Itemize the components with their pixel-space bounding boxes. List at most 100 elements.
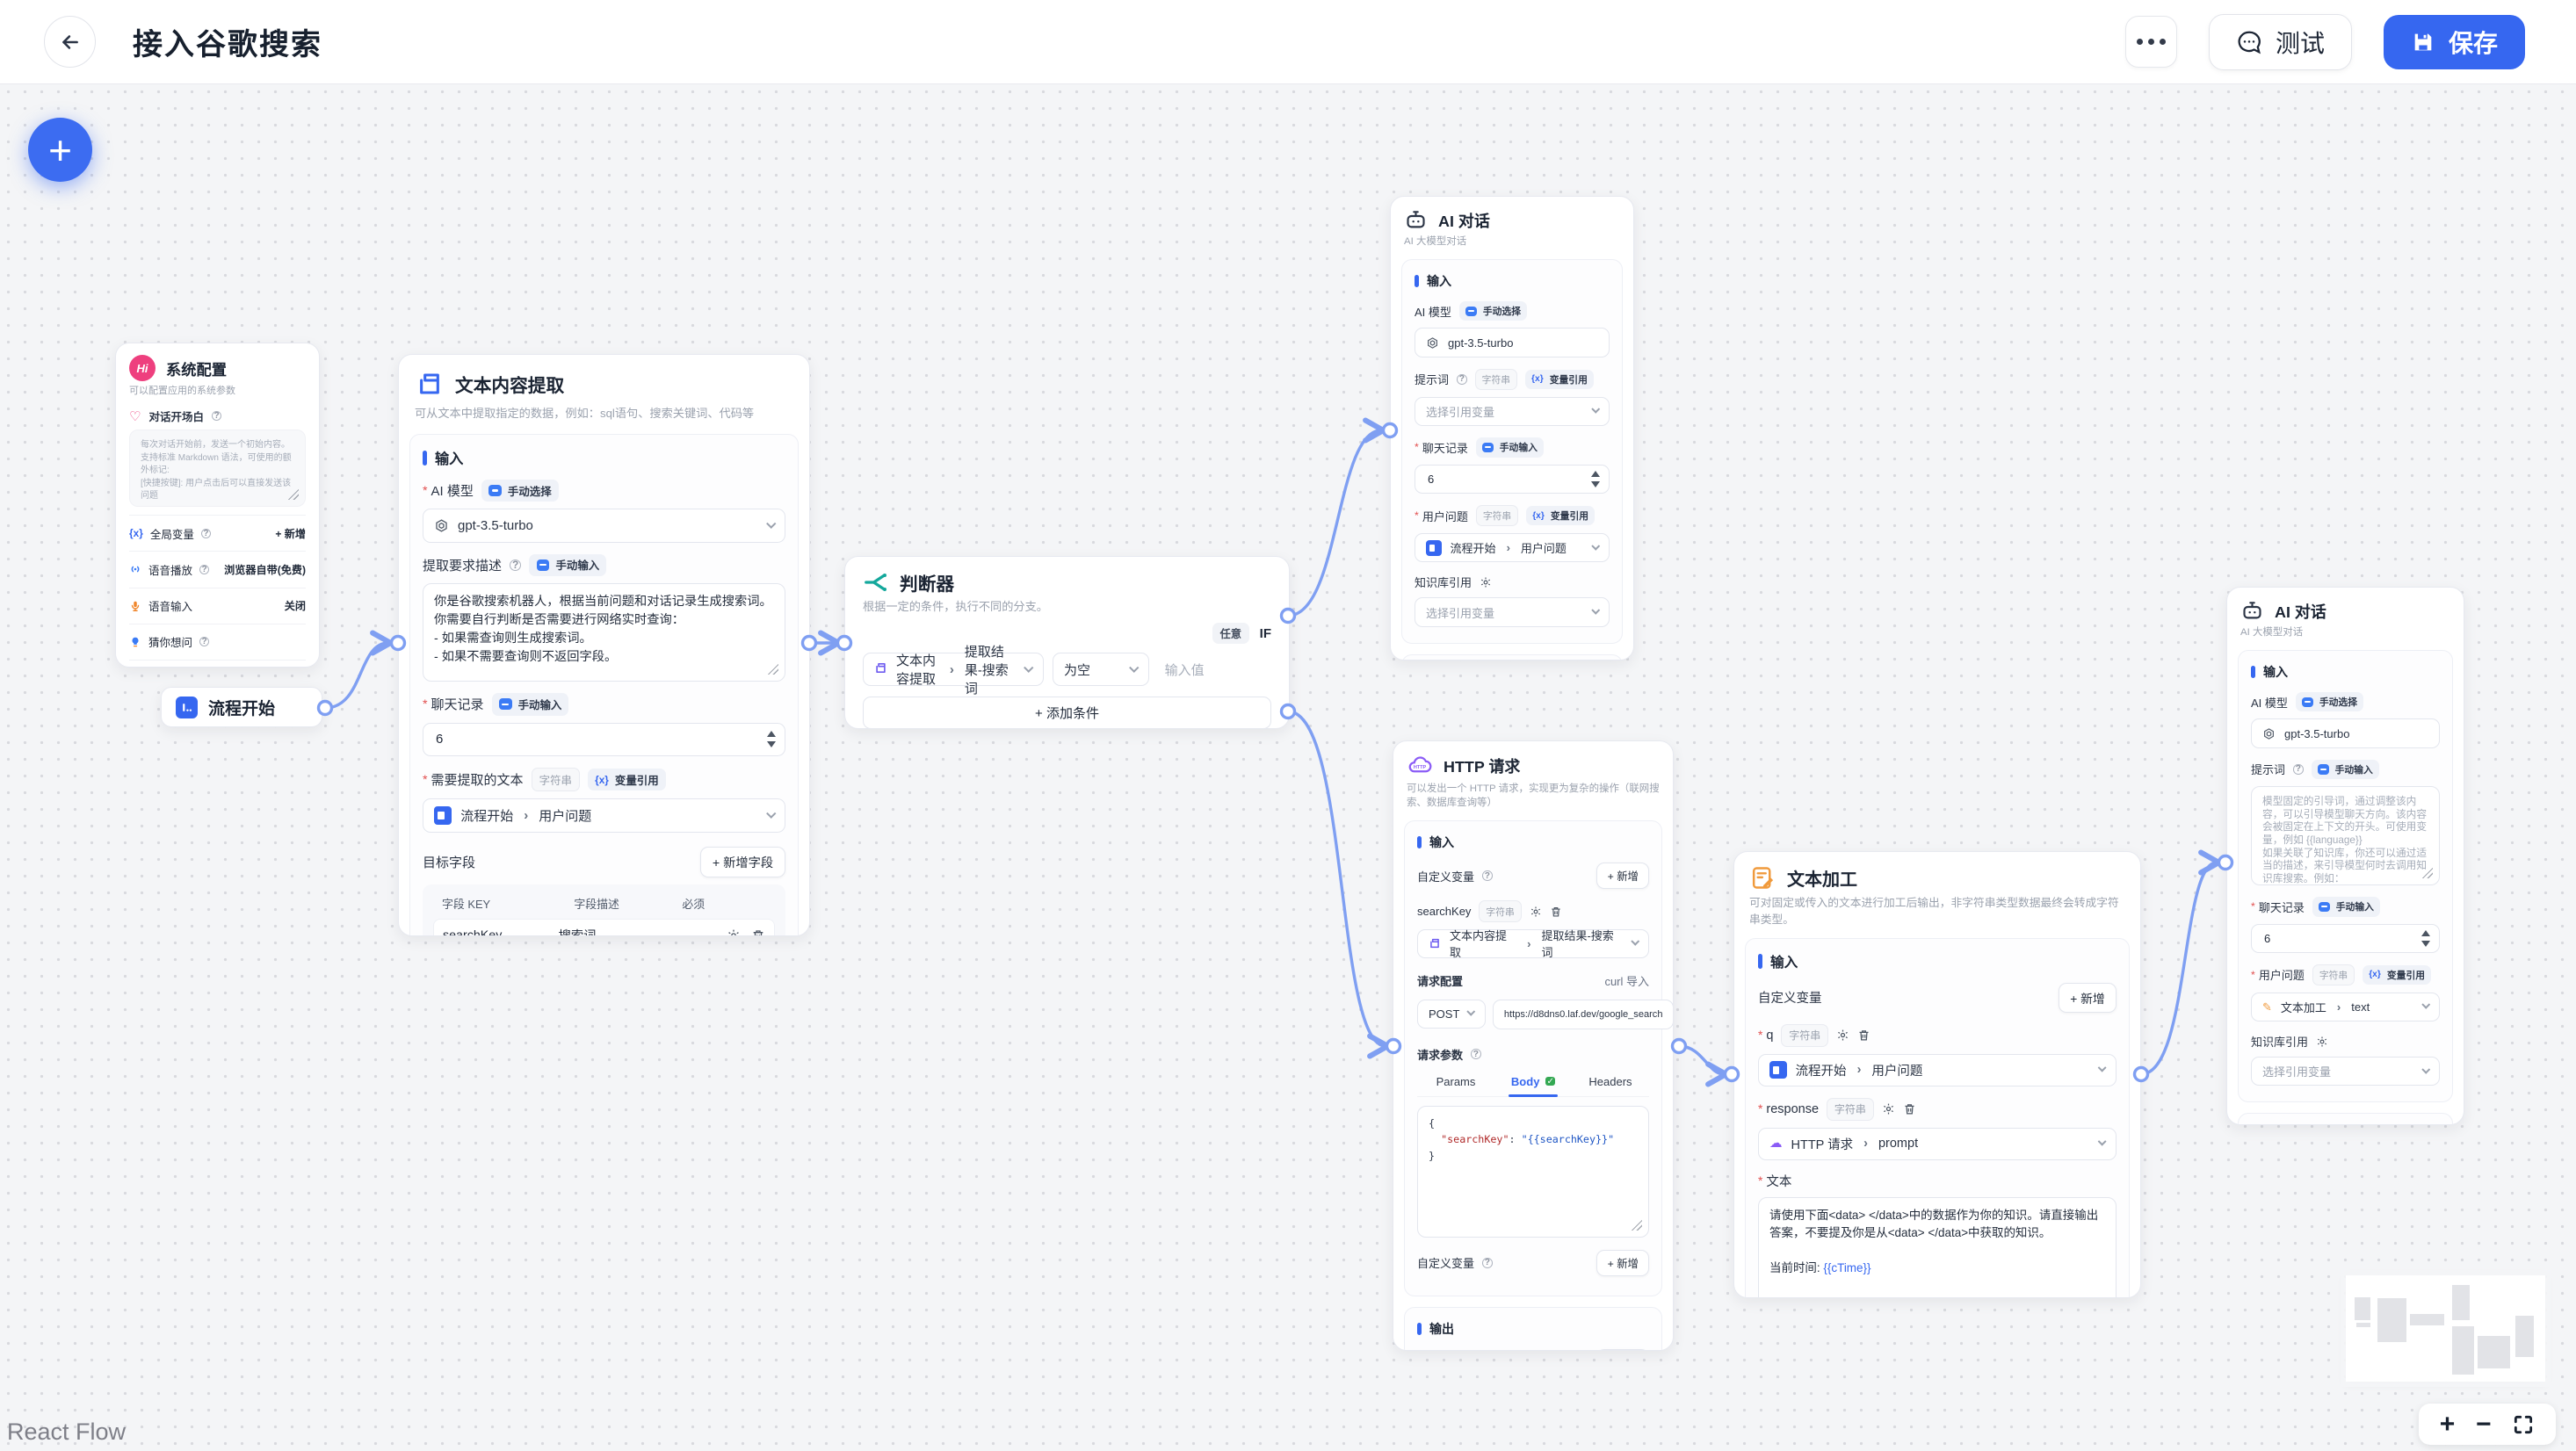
manual-input-badge[interactable]: 手动输入 bbox=[1475, 437, 1544, 458]
help-icon[interactable]: ? bbox=[2293, 764, 2304, 775]
node-text-extract[interactable]: 文本内容提取 可从文本中提取指定的数据，例如：sql语句、搜索关键词、代码等 输… bbox=[398, 354, 810, 936]
q-source-select[interactable]: 流程开始›用户问题 bbox=[1758, 1053, 2117, 1086]
var-ref-badge[interactable]: {x}变量引用 bbox=[1525, 369, 1594, 390]
suggest-row[interactable]: 猜你想问 ? bbox=[129, 623, 306, 660]
test-button[interactable]: 测试 bbox=[2208, 13, 2352, 70]
manual-input-badge[interactable]: 手动输入 bbox=[2311, 759, 2379, 780]
resize-handle[interactable] bbox=[1632, 1219, 1642, 1231]
manual-select-badge[interactable]: 手动选择 bbox=[481, 480, 559, 502]
node-ai-chat-right[interactable]: AI 对话 AI 大模型对话 输入 AI 模型 手动选择 gpt-3.5-tur… bbox=[2226, 587, 2464, 1125]
manual-input-badge[interactable]: 手动输入 bbox=[491, 693, 569, 716]
model-select[interactable]: gpt-3.5-turbo bbox=[1415, 328, 1610, 357]
trash-icon[interactable] bbox=[1903, 1102, 1916, 1115]
history-rounds-input[interactable]: 6 bbox=[2251, 923, 2440, 953]
add-condition-button[interactable]: + 添加条件 bbox=[863, 697, 1271, 728]
resize-handle[interactable] bbox=[288, 489, 299, 500]
manual-input-badge[interactable]: 手动输入 bbox=[2312, 897, 2380, 917]
user-question-select[interactable]: ✎ 文本加工›text bbox=[2251, 993, 2440, 1022]
gear-icon[interactable] bbox=[727, 928, 741, 935]
help-icon[interactable]: ? bbox=[200, 528, 212, 538]
fit-view-button[interactable] bbox=[2512, 1413, 2535, 1436]
step-up[interactable] bbox=[2421, 929, 2430, 936]
gear-icon[interactable] bbox=[1530, 906, 1542, 918]
history-rounds-input[interactable]: 6 bbox=[423, 722, 785, 756]
add-node-button[interactable]: + bbox=[28, 118, 92, 182]
var-ref-badge[interactable]: {x}变量引用 bbox=[1526, 505, 1596, 526]
prompt-textarea[interactable]: 模型固定的引导词，通过调整该内容，可以引导模型聊天方向。该内容会被固定在上下文的… bbox=[2251, 786, 2440, 886]
help-icon[interactable]: ? bbox=[1457, 374, 1467, 385]
kb-select[interactable]: 选择引用变量 bbox=[2251, 1057, 2440, 1086]
stt-row[interactable]: 语音输入 关闭 bbox=[129, 587, 306, 624]
extract-source-select[interactable]: 流程开始›用户问题 bbox=[423, 798, 785, 833]
add-output-button[interactable]: + 新增 bbox=[1596, 1348, 1649, 1350]
prompt-var-select[interactable]: 选择引用变量 bbox=[1415, 397, 1610, 427]
node-text-process[interactable]: 文本加工 可对固定或传入的文本进行加工后输出，非字符串类型数据最终会转成字符串类… bbox=[1733, 851, 2141, 1298]
model-select[interactable]: gpt-3.5-turbo bbox=[423, 509, 785, 543]
step-down[interactable] bbox=[2421, 940, 2430, 947]
add-variable-button[interactable]: + 新增 bbox=[1596, 1249, 1649, 1276]
var-ref-badge[interactable]: {x}变量引用 bbox=[2363, 964, 2432, 985]
minimap[interactable] bbox=[2346, 1275, 2545, 1382]
any-badge[interactable]: 任意 bbox=[1212, 623, 1249, 645]
node-system-config[interactable]: Hi 系统配置 可以配置应用的系统参数 ♡ 对话开场白 ? 每次对话开始前，发送… bbox=[115, 343, 320, 668]
more-menu-button[interactable] bbox=[2124, 16, 2177, 68]
tab-headers[interactable]: Headers bbox=[1588, 1074, 1632, 1088]
back-button[interactable] bbox=[44, 16, 96, 68]
help-icon[interactable]: ? bbox=[199, 564, 210, 574]
welcome-textarea[interactable]: 每次对话开始前，发送一个初始内容。支持标准 Markdown 语法，可使用的额外… bbox=[129, 430, 306, 507]
add-variable-button[interactable]: + 新增 bbox=[2058, 983, 2117, 1013]
help-icon[interactable]: ? bbox=[1482, 1257, 1493, 1268]
global-vars-row[interactable]: {x} 全局变量 ? + 新增 bbox=[129, 515, 306, 551]
body-json-editor[interactable]: { "searchKey": "{{searchKey}}" } bbox=[1417, 1105, 1649, 1238]
searchkey-source-select[interactable]: 文本内容提取›提取结果-搜索词 bbox=[1417, 928, 1649, 959]
trash-icon[interactable] bbox=[1857, 1029, 1870, 1042]
curl-import-action[interactable]: curl 导入 bbox=[1604, 974, 1649, 988]
history-rounds-input[interactable]: 6 bbox=[1415, 464, 1610, 494]
help-icon[interactable]: ? bbox=[510, 559, 522, 572]
resize-handle[interactable] bbox=[2422, 868, 2433, 879]
model-select[interactable]: gpt-3.5-turbo bbox=[2251, 718, 2440, 748]
manual-select-badge[interactable]: 手动选择 bbox=[1458, 301, 1527, 321]
tts-row[interactable]: 语音播放 ? 浏览器自带(免费) bbox=[129, 551, 306, 587]
step-up[interactable] bbox=[767, 731, 776, 738]
step-down[interactable] bbox=[767, 741, 776, 748]
step-up[interactable] bbox=[1591, 470, 1600, 477]
user-question-select[interactable]: 流程开始›用户问题 bbox=[1415, 533, 1610, 563]
url-input[interactable]: https://d8dns0.laf.dev/google_search bbox=[1492, 999, 1673, 1029]
zoom-out-button[interactable]: − bbox=[2476, 1409, 2492, 1439]
help-icon[interactable]: ? bbox=[211, 410, 222, 422]
condition-variable-select[interactable]: 文本内容提取›提取结果-搜索词 bbox=[863, 645, 1044, 697]
tab-params[interactable]: Params bbox=[1436, 1074, 1476, 1088]
add-variable-button[interactable]: + 新增 bbox=[1596, 863, 1649, 890]
condition-operator-select[interactable]: 为空 bbox=[1052, 653, 1149, 687]
node-ai-chat-mid[interactable]: AI 对话 AI 大模型对话 输入 AI 模型 手动选择 gpt-3.5-tur… bbox=[1390, 196, 1634, 661]
trash-icon[interactable] bbox=[751, 928, 765, 935]
method-select[interactable]: POST bbox=[1417, 999, 1486, 1029]
tab-body[interactable]: Body✓ bbox=[1494, 1070, 1572, 1097]
trash-icon[interactable] bbox=[1550, 906, 1562, 918]
manual-input-badge[interactable]: 手动输入 bbox=[529, 553, 607, 577]
help-icon[interactable]: ? bbox=[1482, 870, 1493, 881]
node-flow-start[interactable]: 流程开始 bbox=[161, 687, 322, 727]
kb-select[interactable]: 选择引用变量 bbox=[1415, 597, 1610, 627]
add-variable-action[interactable]: + 新增 bbox=[275, 527, 306, 540]
node-http-request[interactable]: HTTP HTTP 请求 可以发出一个 HTTP 请求，实现更为复杂的操作（联网… bbox=[1393, 740, 1674, 1351]
step-down[interactable] bbox=[1591, 480, 1600, 487]
table-row[interactable]: searchKey 搜索词 bbox=[433, 918, 775, 935]
var-ref-badge[interactable]: {x}变量引用 bbox=[588, 768, 666, 791]
condition-value-input[interactable]: 输入值 bbox=[1164, 662, 1205, 678]
resize-handle[interactable] bbox=[768, 664, 778, 675]
settings-gear-icon[interactable] bbox=[1480, 576, 1492, 588]
gear-icon[interactable] bbox=[1836, 1029, 1849, 1042]
node-condition[interactable]: 判断器 根据一定的条件，执行不同的分支。 任意 IF 文本内容提取›提取结果-搜… bbox=[844, 556, 1290, 729]
zoom-in-button[interactable]: + bbox=[2439, 1409, 2456, 1439]
help-icon[interactable]: ? bbox=[1471, 1049, 1481, 1059]
manual-select-badge[interactable]: 手动选择 bbox=[2295, 692, 2363, 712]
gear-icon[interactable] bbox=[1882, 1102, 1895, 1115]
add-field-button[interactable]: + 新增字段 bbox=[700, 846, 785, 877]
save-button[interactable]: 保存 bbox=[2383, 14, 2525, 69]
text-template-textarea[interactable]: 请使用下面<data> </data>中的数据作为你的知识。请直接输出答案，不要… bbox=[1758, 1196, 2117, 1297]
desc-textarea[interactable]: 你是谷歌搜索机器人，根据当前问题和对话记录生成搜索词。你需要自行判断是否需要进行… bbox=[423, 583, 785, 682]
schedule-row[interactable]: 定时执行 ? 未开启 bbox=[129, 660, 306, 667]
